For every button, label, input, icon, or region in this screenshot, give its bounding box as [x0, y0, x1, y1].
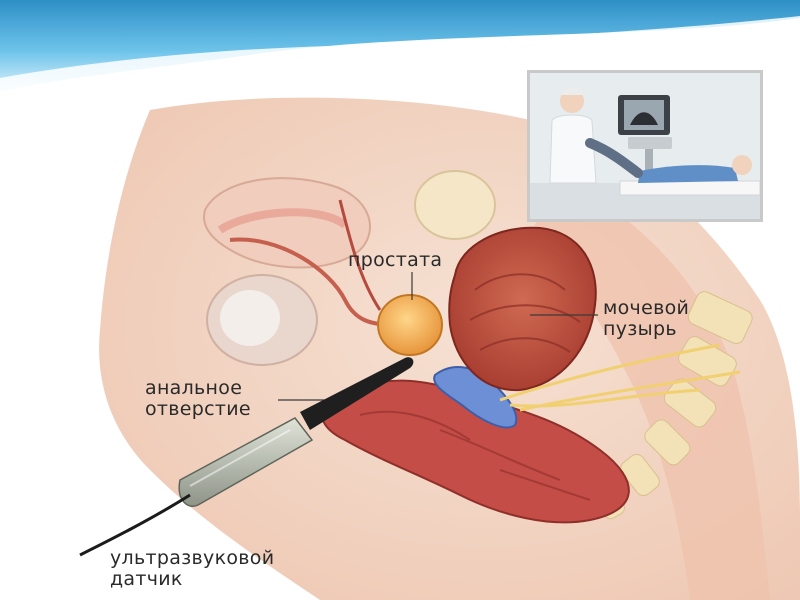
ultrasound-exam-inset	[527, 70, 763, 222]
label-probe-line1: ультразвуковой	[110, 547, 275, 569]
ultrasound-probe	[79, 357, 414, 557]
label-anus-line2: отверстие	[145, 398, 251, 420]
label-anus: анальное отверстие	[145, 378, 251, 420]
label-bladder-line2: пузырь	[603, 318, 677, 340]
ultrasound-machine-icon	[618, 95, 672, 183]
label-probe-line2: датчик	[110, 568, 183, 590]
doctor-figure-icon	[549, 87, 597, 184]
label-bladder: мочевой пузырь	[603, 298, 689, 340]
label-prostate: простата	[348, 249, 443, 271]
prostate	[377, 294, 443, 356]
header-wave	[0, 0, 800, 96]
patient-figure-icon	[585, 138, 760, 196]
label-anus-line1: анальное	[145, 377, 243, 399]
nerves	[499, 343, 741, 412]
label-bladder-line1: мочевой	[603, 297, 690, 319]
bladder	[448, 226, 597, 392]
label-probe: ультразвуковой датчик	[110, 548, 274, 590]
